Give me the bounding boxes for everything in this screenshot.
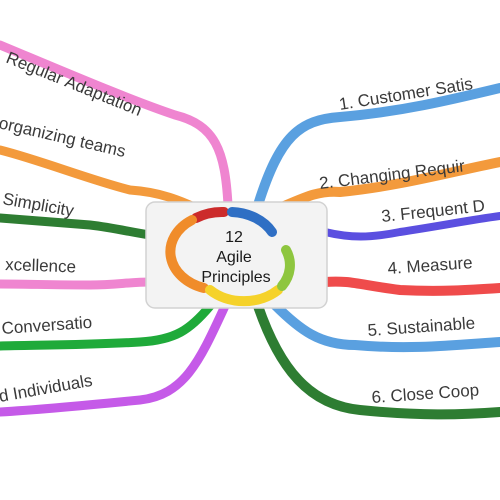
branch-connector (0, 301, 215, 351)
branch-label[interactable]: Regular Adaptation (4, 48, 145, 120)
branch-connector (0, 213, 155, 240)
branch-label[interactable]: xcellence (5, 255, 76, 276)
branch-label[interactable]: d Individuals (0, 371, 94, 406)
branch-connector (321, 212, 500, 241)
branch-label[interactable]: 4. Measure (387, 253, 473, 278)
branch-label[interactable]: 6. Close Coop (371, 381, 480, 407)
central-topic-line-2: Agile (216, 249, 252, 266)
branches (0, 40, 500, 420)
central-topic-line-1: 12 (225, 229, 243, 246)
branch-connector (253, 301, 500, 420)
branch-connector (0, 277, 155, 290)
branch-label[interactable]: Conversatio (1, 313, 93, 338)
branch-connector (320, 276, 500, 296)
branch-connector (253, 83, 500, 210)
branch-connector (0, 145, 210, 217)
branch-connector (0, 301, 230, 417)
central-topic-line-3: Principles (201, 269, 270, 286)
agile-cycle-icon (165, 206, 295, 307)
branch-connector (270, 300, 500, 353)
branch-label[interactable]: 5. Sustainable (367, 314, 476, 340)
branch-connector (0, 40, 233, 210)
central-topic[interactable]: 12 Agile Principles (145, 201, 328, 309)
branch-connector (265, 157, 500, 217)
